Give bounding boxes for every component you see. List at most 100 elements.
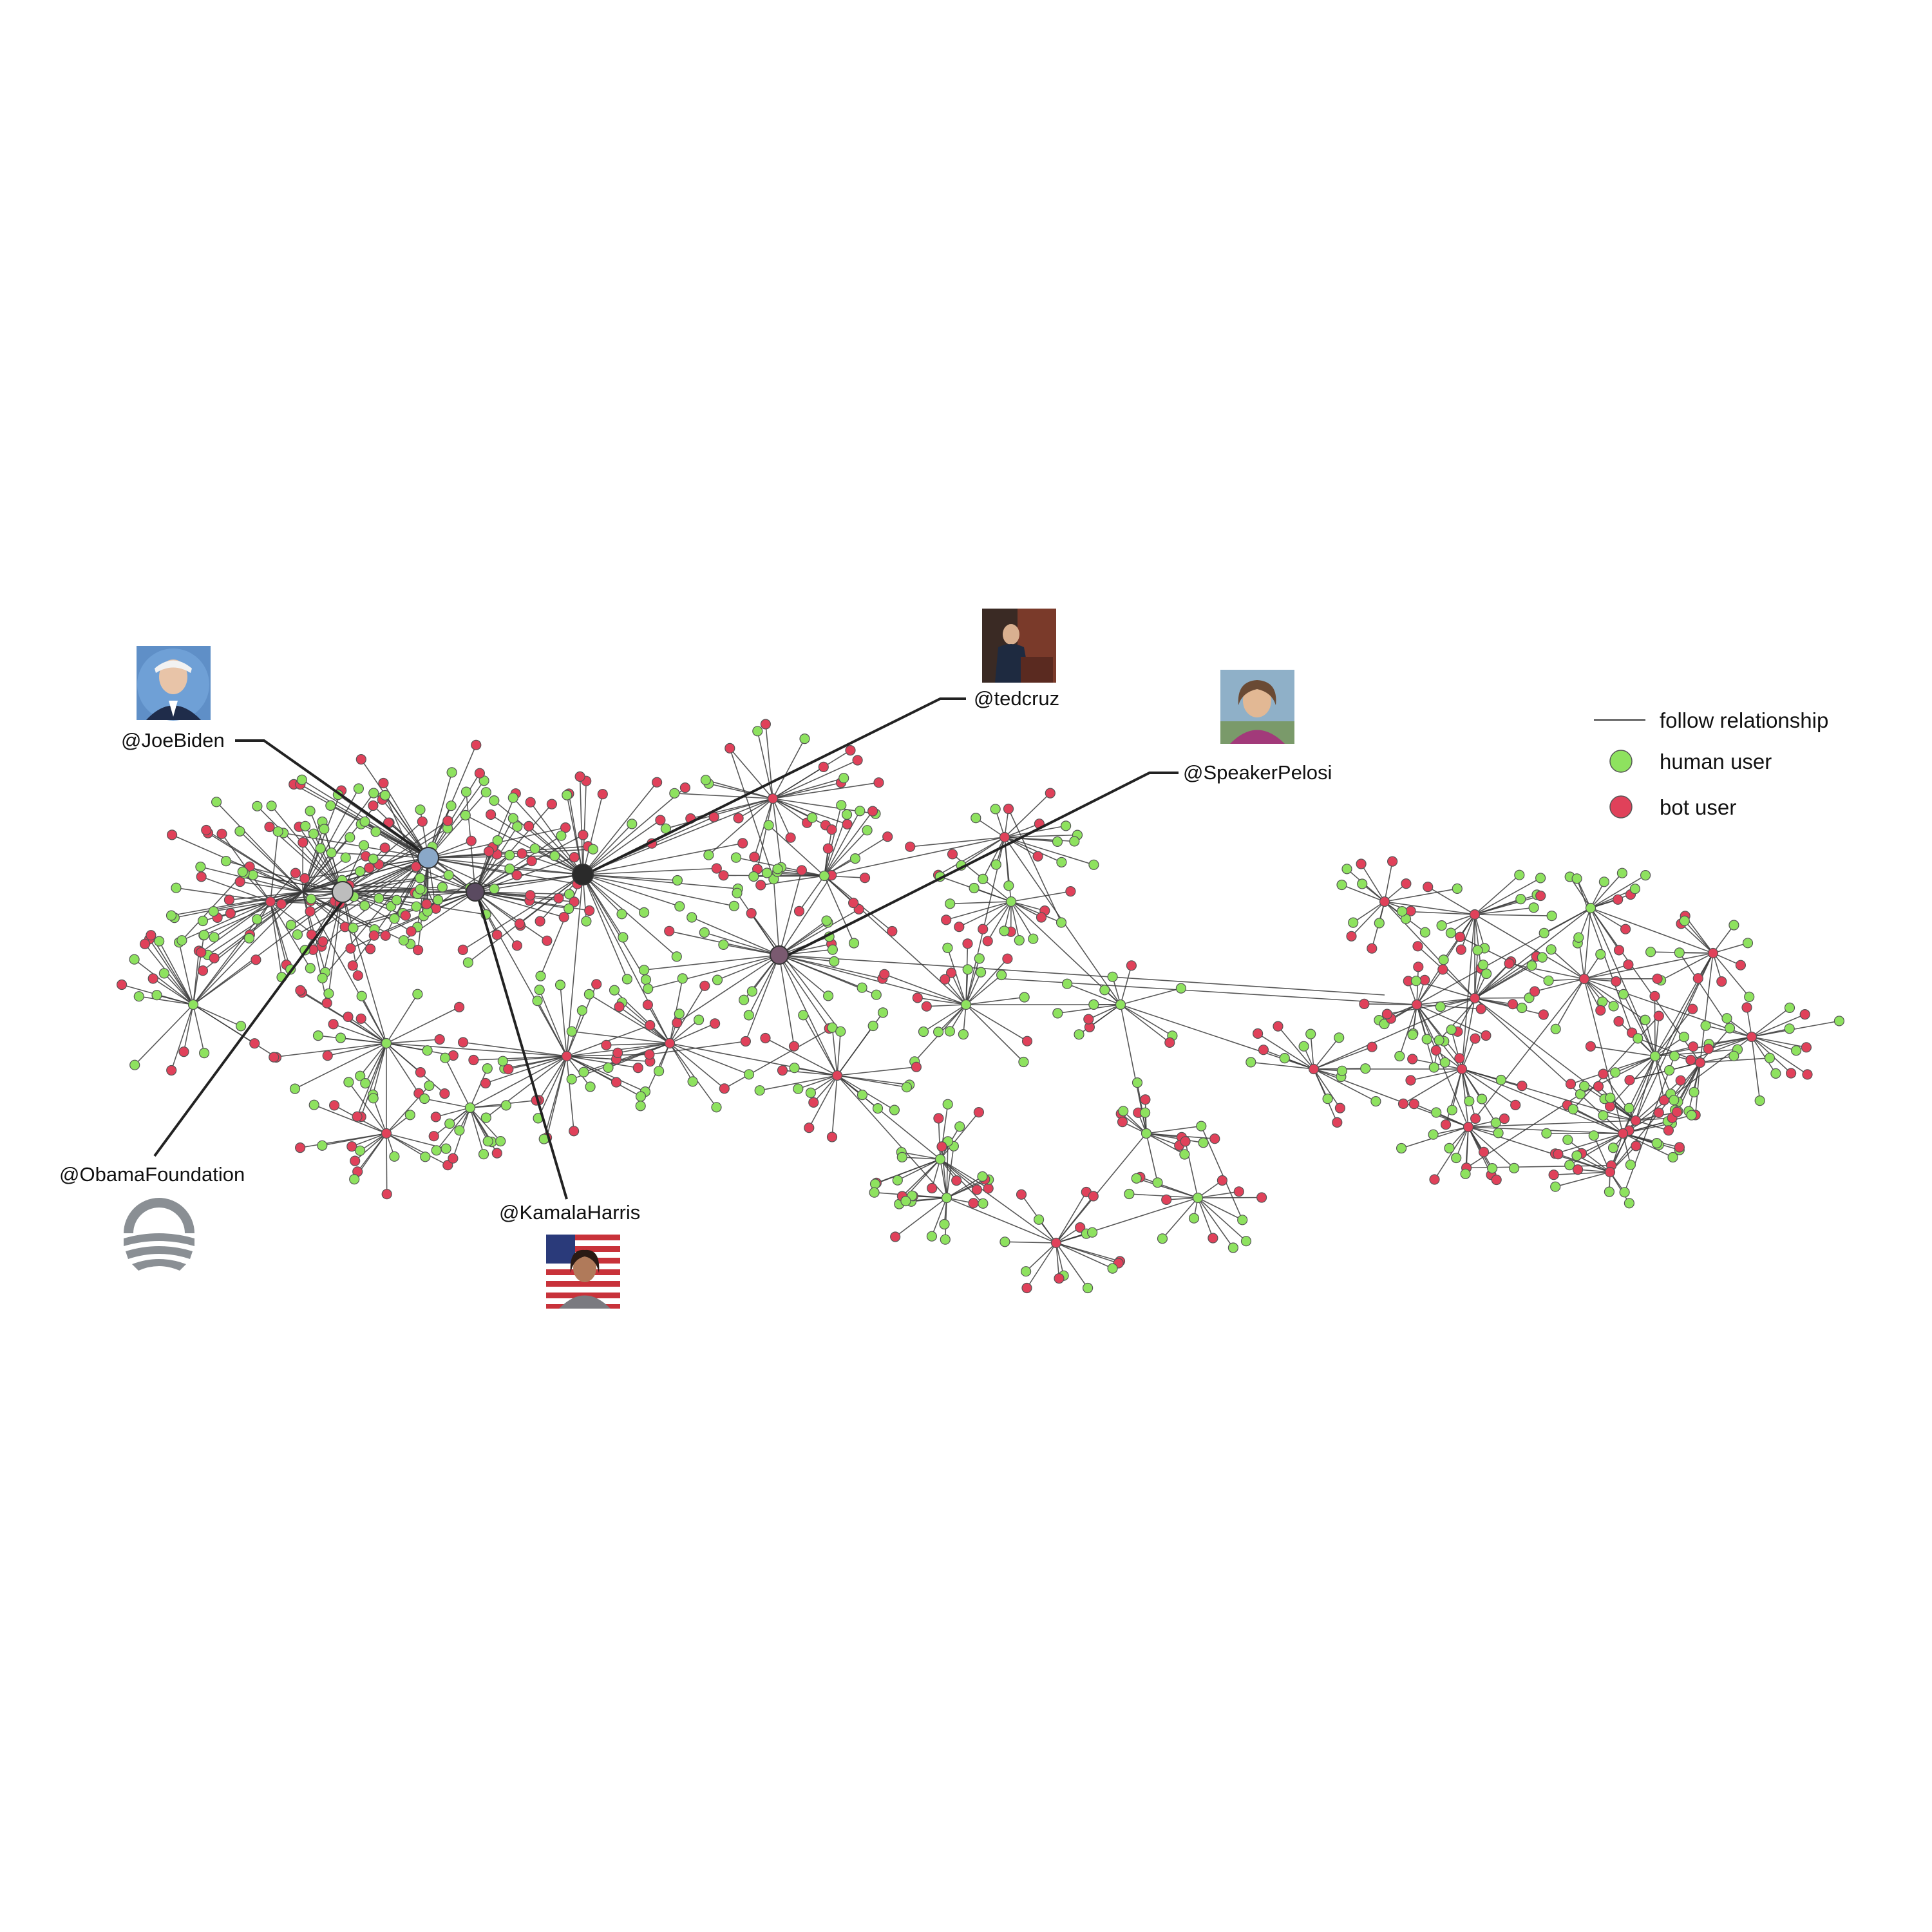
bot-user-node[interactable] [1423, 881, 1434, 893]
human-user-node[interactable] [236, 1021, 247, 1032]
human-user-node[interactable] [497, 1056, 508, 1066]
bot-user-node[interactable] [826, 1132, 838, 1142]
human-user-node[interactable] [1605, 1092, 1616, 1103]
human-user-node[interactable] [343, 1077, 354, 1088]
bot-user-node[interactable] [1553, 1148, 1564, 1160]
human-user-node[interactable] [1069, 836, 1080, 847]
bot-user-node[interactable] [546, 799, 558, 810]
bot-user-node[interactable] [1801, 1042, 1812, 1053]
human-user-node[interactable] [748, 871, 759, 882]
human-user-node[interactable] [534, 984, 545, 996]
bot-user-node[interactable] [234, 876, 245, 887]
bot-user-node[interactable] [1455, 931, 1466, 943]
human-user-node[interactable] [1515, 893, 1526, 905]
bot-user-node[interactable] [718, 870, 729, 881]
bot-user-node[interactable] [1208, 1233, 1218, 1244]
human-user-node[interactable] [581, 916, 592, 927]
bot-user-node[interactable] [1652, 973, 1663, 984]
bot-user-node[interactable] [655, 815, 666, 826]
human-user-node[interactable] [460, 786, 472, 797]
bot-user-node[interactable] [525, 797, 536, 808]
bot-user-node[interactable] [511, 869, 522, 881]
human-user-node[interactable] [358, 840, 370, 851]
human-user-node[interactable] [1107, 1263, 1118, 1274]
human-user-node[interactable] [300, 820, 311, 831]
bot-user-node[interactable] [406, 926, 417, 937]
bot-user-node[interactable] [1065, 886, 1076, 897]
human-user-node[interactable] [1336, 879, 1347, 891]
human-user-node[interactable] [1616, 867, 1627, 878]
human-user-node[interactable] [974, 953, 985, 964]
bot-user-node[interactable] [350, 1155, 361, 1166]
bot-user-node[interactable] [542, 935, 553, 946]
bot-user-node[interactable] [788, 1041, 800, 1052]
bot-user-node[interactable] [1692, 973, 1703, 984]
human-user-node[interactable] [1571, 1150, 1582, 1161]
human-user-node[interactable] [1305, 1028, 1316, 1039]
bot-user-node[interactable] [1088, 1191, 1099, 1202]
bot-user-node[interactable] [848, 897, 859, 909]
human-user-node[interactable] [306, 893, 317, 905]
bot-user-node[interactable] [322, 1050, 333, 1061]
human-user-node[interactable] [761, 867, 773, 878]
bot-user-node[interactable] [796, 865, 808, 876]
bot-user-node[interactable] [1367, 1041, 1378, 1052]
human-user-node[interactable] [872, 1103, 884, 1114]
human-user-node[interactable] [1645, 947, 1656, 958]
human-user-node[interactable] [325, 800, 336, 811]
bot-user-node[interactable] [511, 940, 523, 951]
human-user-node[interactable] [1564, 1159, 1575, 1171]
bot-user-node[interactable] [1379, 896, 1390, 907]
bot-user-node[interactable] [448, 1153, 459, 1164]
human-user-node[interactable] [266, 800, 277, 811]
human-user-node[interactable] [340, 852, 351, 863]
human-user-node[interactable] [398, 935, 410, 946]
human-user-node[interactable] [939, 1218, 950, 1230]
bot-user-node[interactable] [1002, 953, 1013, 964]
human-user-node[interactable] [345, 832, 355, 843]
bot-user-node[interactable] [818, 761, 829, 773]
human-user-node[interactable] [578, 1066, 589, 1077]
human-user-node[interactable] [1624, 1103, 1634, 1113]
bot-user-node[interactable] [1117, 1116, 1128, 1128]
human-user-node[interactable] [819, 870, 830, 882]
bot-user-node[interactable] [737, 838, 748, 849]
human-user-node[interactable] [583, 989, 595, 1000]
human-user-node[interactable] [1028, 933, 1039, 944]
bot-user-node[interactable] [1672, 1106, 1683, 1117]
human-user-node[interactable] [941, 1192, 952, 1204]
bot-user-node[interactable] [453, 1001, 465, 1013]
bot-user-node[interactable] [1454, 1053, 1465, 1064]
human-user-node[interactable] [677, 973, 688, 984]
bot-user-node[interactable] [601, 1039, 612, 1050]
human-user-node[interactable] [512, 821, 523, 832]
human-user-node[interactable] [1537, 952, 1548, 963]
human-user-node[interactable] [621, 974, 633, 985]
human-user-node[interactable] [857, 982, 867, 993]
bot-user-node[interactable] [740, 1036, 752, 1047]
human-user-node[interactable] [730, 852, 742, 863]
human-user-node[interactable] [1674, 947, 1685, 958]
human-user-node[interactable] [1509, 1162, 1520, 1174]
bot-user-node[interactable] [1161, 1194, 1172, 1206]
human-user-node[interactable] [374, 893, 384, 904]
human-user-node[interactable] [1624, 1198, 1634, 1209]
bot-user-node[interactable] [1408, 1098, 1419, 1110]
human-user-node[interactable] [896, 1151, 907, 1163]
bot-user-node[interactable] [746, 907, 757, 919]
human-user-node[interactable] [671, 951, 682, 962]
bot-user-node[interactable] [1653, 1107, 1664, 1119]
human-user-node[interactable] [1728, 1050, 1739, 1061]
human-user-node[interactable] [1689, 1086, 1700, 1098]
human-user-node[interactable] [1124, 1188, 1135, 1200]
human-user-node[interactable] [711, 1102, 722, 1113]
human-user-node[interactable] [1118, 1106, 1129, 1117]
bot-user-node[interactable] [941, 914, 952, 925]
bot-user-node[interactable] [1593, 1081, 1604, 1092]
human-user-node[interactable] [1082, 1282, 1094, 1294]
human-user-node[interactable] [1490, 1117, 1501, 1128]
bot-user-node[interactable] [295, 1142, 306, 1153]
human-user-node[interactable] [446, 800, 457, 811]
bot-user-node[interactable] [755, 880, 766, 891]
human-user-node[interactable] [1056, 917, 1067, 928]
